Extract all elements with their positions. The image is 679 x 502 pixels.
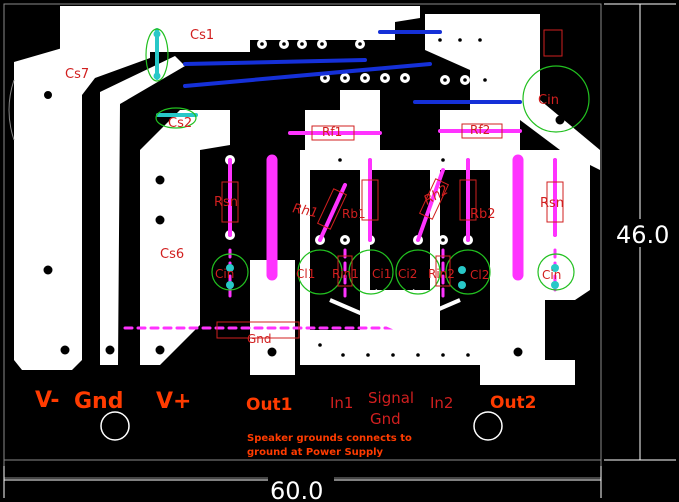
terminal-gnd: Gnd (74, 389, 123, 414)
pad-row-top (257, 35, 485, 49)
copper-v-plus-trace (140, 110, 230, 365)
rf2-outline (461, 123, 503, 139)
copper-v-minus-trace (14, 40, 150, 370)
label-cl2: Cl2 (470, 268, 489, 282)
rb1-outline (361, 179, 379, 221)
gap-left-bottom (210, 270, 245, 330)
cin-top-resistor-outline (543, 29, 563, 57)
cl1-outline (297, 249, 343, 295)
cin-left-outline (211, 253, 249, 291)
dim-width-label: 60.0 (270, 477, 323, 502)
rsn-right-outline (546, 181, 564, 223)
rb2-outline (459, 179, 477, 221)
jumper-rh1 (318, 183, 347, 242)
blue-jumpers (183, 30, 522, 104)
label-ci2: Ci2 (398, 267, 417, 281)
label-rin1: Rin1 (332, 267, 359, 281)
cl2-outline (445, 249, 491, 295)
rin1-outline (337, 255, 353, 287)
component-labels: Cs1 Cs7 Cs2 Cs6 Rf1 Rf2 Rsn Rsn Rh1 Rb1 … (65, 28, 564, 346)
label-rb1: Rb1 (342, 207, 366, 221)
copper-out2-region (490, 260, 540, 385)
cs1-outline (145, 28, 169, 82)
pad-row-chip (320, 73, 490, 85)
label-cin-top-right: Cin (538, 93, 559, 108)
note-line-1: Speaker grounds connects to (247, 433, 412, 444)
label-rb2: Rb2 (470, 207, 496, 222)
dim-height-label-bg (614, 219, 676, 247)
terminal-labels: V- Gnd V+ Out1 In1 Signal Gnd In2 Out2 (35, 388, 537, 428)
note-line-2: ground at Power Supply (247, 447, 384, 458)
copper-top-band (60, 6, 420, 72)
label-rsn-left: Rsn (214, 195, 238, 210)
label-cl1: Cl1 (296, 267, 315, 281)
corner-arc-left (8, 79, 15, 141)
label-gnd: Gnd (247, 332, 272, 346)
resistor-outlines (216, 29, 564, 339)
mounting-hole-left (100, 411, 130, 441)
copper-gnd-trace (100, 56, 185, 365)
label-rsn-right: Rsn (540, 196, 564, 211)
rh1-outline (316, 188, 348, 230)
label-cs7: Cs7 (65, 67, 89, 82)
dim-width-label-bg (268, 474, 334, 502)
capacitor-outlines (145, 28, 590, 295)
label-rin2: Rin2 (428, 267, 455, 281)
copper-right-top-block (425, 14, 600, 170)
label-cs1: Cs1 (190, 28, 214, 43)
terminal-out1: Out1 (246, 395, 293, 415)
cin-bottom-right-outline (537, 253, 575, 291)
rin2-outline (435, 255, 451, 287)
label-ci1: Ci1 (372, 267, 391, 281)
label-rf2: Rf2 (470, 123, 490, 137)
magenta-jumpers (123, 28, 557, 330)
copper-out1-region (250, 260, 295, 375)
capacitor-pads (153, 30, 559, 289)
terminal-in1: In1 (330, 394, 353, 412)
terminal-v-minus: V- (35, 388, 60, 413)
mounting-hole-right (473, 411, 503, 441)
label-cs6: Cs6 (160, 247, 184, 262)
jumper-blue-2 (183, 62, 432, 88)
signal-gnd-star (329, 289, 461, 330)
rsn-left-outline (221, 181, 239, 223)
pad-supply (43, 87, 565, 355)
jumper-blue-1 (183, 58, 367, 66)
label-cin-left: Cin (215, 267, 234, 281)
gnd-outline (216, 321, 300, 339)
pad-bottom-row (267, 340, 523, 360)
label-rh1: Rh1 (291, 201, 319, 221)
label-cin-bottom-right: Cin (542, 268, 561, 282)
terminal-signal: Signal (368, 389, 414, 407)
speaker-ground-note: Speaker grounds connects to ground at Po… (247, 433, 412, 458)
terminal-v-plus: V+ (156, 389, 191, 414)
terminal-in2: In2 (430, 394, 453, 412)
cs2-outline (155, 107, 197, 129)
mounting-holes (8, 79, 503, 441)
cin-top-right-outline (522, 65, 590, 133)
dim-height-label: 46.0 (616, 221, 669, 249)
gap-right-bottom (545, 300, 575, 360)
label-rf1: Rf1 (322, 125, 342, 139)
ci1-outline (348, 249, 394, 295)
rh2-outline (418, 178, 450, 220)
label-cs2: Cs2 (168, 116, 192, 131)
terminal-out2: Out2 (490, 393, 537, 413)
terminal-signal-gnd: Gnd (370, 410, 401, 428)
ci2-outline (395, 249, 441, 295)
rf1-outline (311, 125, 355, 141)
jumper-rh2 (416, 168, 445, 242)
